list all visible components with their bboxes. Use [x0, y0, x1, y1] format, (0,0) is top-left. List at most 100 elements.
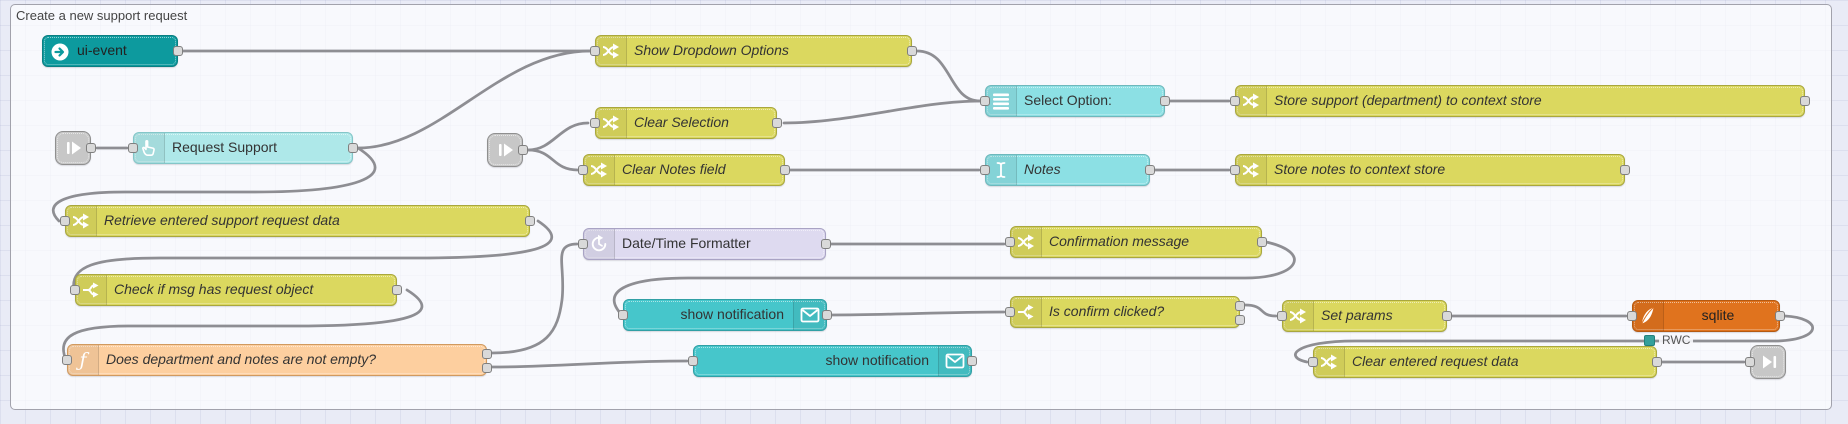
circle-arrow-icon — [50, 42, 70, 62]
node-show-notification-2[interactable]: show notification — [688, 345, 977, 377]
port-in[interactable] — [578, 239, 588, 249]
wire[interactable] — [62, 288, 424, 362]
wire[interactable] — [72, 219, 554, 292]
node-clear-selection[interactable]: Clear Selection — [590, 107, 782, 139]
port-in[interactable] — [578, 165, 588, 175]
node-function-not-empty[interactable]: ƒ Does department and notes are not empt… — [62, 344, 492, 376]
port-in[interactable] — [980, 96, 990, 106]
node-store-notes-to-context[interactable]: Store notes to context store — [1230, 154, 1630, 186]
node-notes[interactable]: Notes — [980, 154, 1155, 186]
port-in[interactable] — [1005, 307, 1015, 317]
port-out[interactable] — [1257, 237, 1267, 247]
port-in[interactable] — [688, 356, 698, 366]
port-out-1[interactable] — [482, 349, 492, 359]
wire[interactable] — [490, 359, 689, 369]
node-datetime-formatter[interactable]: Date/Time Formatter — [578, 228, 831, 260]
node-link-out[interactable] — [1745, 345, 1786, 379]
port-in[interactable] — [590, 118, 600, 128]
node-link-in-1[interactable] — [55, 131, 96, 165]
wire[interactable] — [1243, 303, 1278, 318]
status-text: RWC — [1659, 333, 1694, 347]
port-out[interactable] — [772, 118, 782, 128]
node-clear-entered-data[interactable]: Clear entered request data — [1308, 346, 1662, 378]
node-label: Is confirm clicked? — [1049, 303, 1165, 319]
hamburger-icon — [986, 86, 1017, 116]
group-label: Create a new support request — [16, 8, 188, 23]
port-out[interactable] — [173, 46, 183, 56]
port-out[interactable] — [518, 145, 528, 155]
port-out[interactable] — [967, 356, 977, 366]
port-out-2[interactable] — [1235, 315, 1245, 325]
port-out[interactable] — [1800, 96, 1810, 106]
wire[interactable] — [1294, 314, 1814, 364]
shuffle-icon — [1283, 301, 1314, 331]
wire[interactable] — [782, 99, 982, 125]
port-out[interactable] — [780, 165, 790, 175]
port-out-2[interactable] — [482, 363, 492, 373]
port-out[interactable] — [1160, 96, 1170, 106]
port-out[interactable] — [1145, 165, 1155, 175]
node-set-params[interactable]: Set params — [1277, 300, 1452, 332]
port-in[interactable] — [128, 143, 138, 153]
node-label: Clear entered request data — [1352, 353, 1519, 369]
node-show-notification-1[interactable]: show notification — [618, 299, 832, 331]
node-select-option[interactable]: Select Option: — [980, 85, 1170, 117]
port-out[interactable] — [525, 216, 535, 226]
port-out[interactable] — [86, 143, 96, 153]
port-in[interactable] — [590, 46, 600, 56]
port-out[interactable] — [1620, 165, 1630, 175]
port-in[interactable] — [60, 216, 70, 226]
port-out[interactable] — [348, 143, 358, 153]
wire[interactable] — [612, 240, 1296, 317]
node-label: Retrieve entered support request data — [104, 212, 340, 228]
wire[interactable] — [356, 49, 592, 150]
node-label: Set params — [1321, 307, 1393, 323]
node-store-support-to-context[interactable]: Store support (department) to context st… — [1230, 85, 1810, 117]
port-out[interactable] — [907, 46, 917, 56]
node-request-support[interactable]: Request Support — [128, 132, 358, 164]
node-link-in-2[interactable] — [487, 133, 528, 167]
port-in[interactable] — [1230, 165, 1240, 175]
port-in[interactable] — [62, 355, 72, 365]
node-sqlite[interactable]: sqlite — [1627, 300, 1785, 332]
port-out[interactable] — [1442, 311, 1452, 321]
port-out[interactable] — [821, 239, 831, 249]
port-in[interactable] — [980, 165, 990, 175]
node-clear-notes-field[interactable]: Clear Notes field — [578, 154, 790, 186]
fork-icon — [1011, 297, 1042, 327]
shuffle-icon — [1314, 347, 1345, 377]
wire[interactable] — [490, 242, 579, 355]
wire[interactable] — [915, 49, 982, 103]
port-in[interactable] — [1745, 357, 1755, 367]
port-out[interactable] — [392, 285, 402, 295]
node-label: show notification — [825, 352, 929, 368]
node-check-msg-request[interactable]: Check if msg has request object — [70, 274, 402, 306]
node-label: Confirmation message — [1049, 233, 1190, 249]
function-icon: ƒ — [68, 345, 99, 375]
port-out-1[interactable] — [1235, 301, 1245, 311]
port-out[interactable] — [1775, 311, 1785, 321]
node-label: sqlite — [1701, 307, 1735, 323]
node-ui-event[interactable]: ui-event — [42, 35, 183, 67]
node-is-confirm-clicked[interactable]: Is confirm clicked? — [1005, 296, 1245, 328]
port-in[interactable] — [1230, 96, 1240, 106]
port-in[interactable] — [618, 310, 628, 320]
port-in[interactable] — [1627, 311, 1637, 321]
wire[interactable] — [526, 121, 590, 152]
port-in[interactable] — [1277, 311, 1287, 321]
node-label: Clear Notes field — [622, 161, 726, 177]
wire[interactable] — [52, 146, 377, 223]
port-in[interactable] — [1308, 357, 1318, 367]
wire[interactable] — [526, 148, 580, 172]
wire[interactable] — [830, 310, 1006, 317]
node-label: Check if msg has request object — [114, 281, 314, 297]
node-confirmation-message[interactable]: Confirmation message — [1005, 226, 1267, 258]
node-show-dropdown-options[interactable]: Show Dropdown Options — [590, 35, 917, 67]
port-out[interactable] — [1652, 357, 1662, 367]
port-in[interactable] — [70, 285, 80, 295]
shuffle-icon — [1011, 227, 1042, 257]
port-in[interactable] — [1005, 237, 1015, 247]
port-out[interactable] — [822, 310, 832, 320]
node-retrieve-request-data[interactable]: Retrieve entered support request data — [60, 205, 535, 237]
